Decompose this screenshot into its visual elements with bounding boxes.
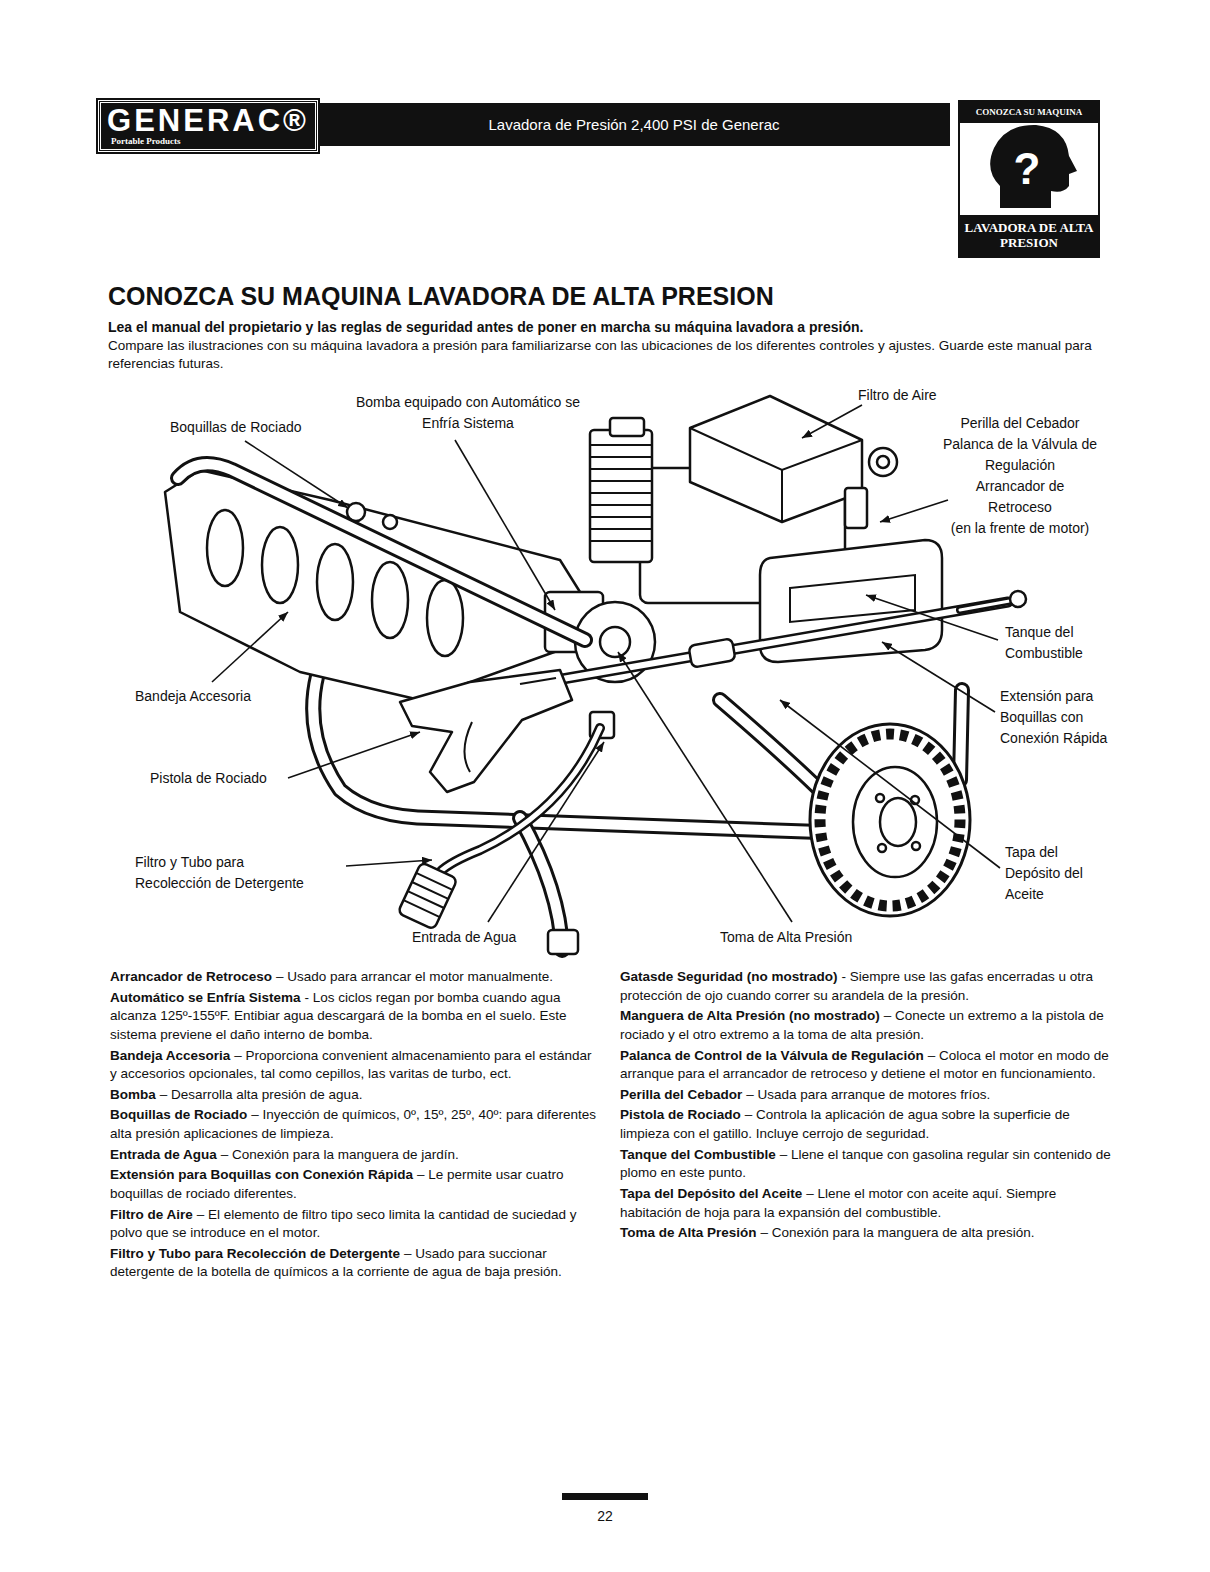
page-number-bar xyxy=(562,1493,648,1500)
part-term: Boquillas de Rociado xyxy=(110,1107,247,1122)
part-description: – Conexión para la manguera de alta pres… xyxy=(761,1225,1035,1240)
callout-label: Entrada de Agua xyxy=(412,927,516,948)
description-paragraph: Filtro de Aire– El elemento de filtro ti… xyxy=(110,1206,596,1243)
description-paragraph: Arrancador de Retroceso – Usado para arra… xyxy=(110,968,596,987)
description-paragraph: Entrada de Agua – Conexión para la mangue… xyxy=(110,1146,596,1165)
part-description: – Usado para arrancar el motor manualmen… xyxy=(276,969,553,984)
node-text: Lavadora de Presión 2,400 PSI de Generac xyxy=(488,116,779,134)
description-paragraph: Automático se Enfría Sistema- Los ciclos… xyxy=(110,989,596,1045)
part-term: Manguera de Alta Presión (no mostrado) xyxy=(620,1008,880,1023)
callout-label: Tapa del Depósito del Aceite xyxy=(1005,842,1109,905)
node-text: Portable Products xyxy=(107,136,309,147)
part-term: Bomba xyxy=(110,1087,156,1102)
description-paragraph: Bomba – Desarrolla alta presión de agua. xyxy=(110,1086,596,1105)
node-text: LAVADORA DE ALTA PRESION xyxy=(960,215,1098,256)
text-column: Gatasde Seguridad (no mostrado)- Siempre… xyxy=(620,968,1112,1245)
intro-text: Compare las ilustraciones con su máquina… xyxy=(108,337,1113,373)
node-text: CONOZCA SU MAQUINA xyxy=(960,102,1098,123)
description-paragraph: Pistola de Rociado– Controla la aplicaci… xyxy=(620,1106,1112,1143)
description-paragraph: Manguera de Alta Presión (no mostrado)– … xyxy=(620,1007,1112,1044)
description-paragraph: Gatasde Seguridad (no mostrado)- Siempre… xyxy=(620,968,1112,1005)
part-term: Pistola de Rociado xyxy=(620,1107,741,1122)
callout-label: Pistola de Rociado xyxy=(150,768,267,789)
part-term: Entrada de Agua xyxy=(110,1147,217,1162)
description-paragraph: Perilla del Cebador – Usada para arranque… xyxy=(620,1086,1112,1105)
intro-text: Lea el manual del propietario y las regl… xyxy=(108,318,1118,336)
part-description: – Conexión para la manguera de jardín. xyxy=(221,1147,459,1162)
description-paragraph: Bandeja Accesoria– Proporciona convenien… xyxy=(110,1047,596,1084)
part-term: Tapa del Depósito del Aceite xyxy=(620,1186,802,1201)
part-term: Automático se Enfría Sistema xyxy=(110,990,301,1005)
leader-lines xyxy=(212,405,1000,922)
part-term: Bandeja Accesoria xyxy=(110,1048,230,1063)
part-term: Filtro y Tubo para Recolección de Deterg… xyxy=(110,1246,400,1261)
detergent-tube xyxy=(398,728,600,930)
part-description: – Desarrolla alta presión de agua. xyxy=(160,1087,363,1102)
spray-gun xyxy=(400,670,572,792)
callout-label: Boquillas de Rociado xyxy=(170,417,302,438)
text-column: Arrancador de Retroceso – Usado para arra… xyxy=(110,968,596,1284)
callout-label: Filtro de Aire xyxy=(858,385,937,406)
part-term: Gatasde Seguridad (no mostrado) xyxy=(620,969,838,984)
part-term: Extensión para Boquillas con Conexión Rá… xyxy=(110,1167,413,1182)
handle xyxy=(178,464,585,640)
node-text: GENERAC® xyxy=(107,105,309,136)
description-paragraph: Tapa del Depósito del Aceite– Llene el m… xyxy=(620,1185,1112,1222)
description-paragraph: Palanca de Control de la Válvula de Regu… xyxy=(620,1047,1112,1084)
description-paragraph: Tanque del Combustible– Llene el tanque … xyxy=(620,1146,1112,1183)
callout-label: (en la frente de motor) xyxy=(930,518,1110,539)
description-paragraph: Toma de Alta Presión – Conexión para la m… xyxy=(620,1224,1112,1243)
wheel xyxy=(810,724,970,916)
callout-label: Perilla del Cebador xyxy=(930,413,1110,434)
brand-logo: GENERAC®Portable Products xyxy=(98,100,318,152)
description-paragraph: Extensión para Boquillas con Conexión Rá… xyxy=(110,1166,596,1203)
node-text: ? xyxy=(960,123,1098,215)
section-icon: CONOZCA SU MAQUINA?LAVADORA DE ALTA PRES… xyxy=(958,100,1100,258)
callout-label: Toma de Alta Presión xyxy=(720,927,852,948)
callout-label: Tanque del Combustible xyxy=(1005,622,1117,664)
callout-group: Perilla del CebadorPalanca de la Válvula… xyxy=(930,413,1110,539)
callout-label: Bomba equipado con Automático se Enfría … xyxy=(352,392,584,434)
accessory-tray xyxy=(165,470,585,700)
description-paragraph: Filtro y Tubo para Recolección de Deterg… xyxy=(110,1245,596,1282)
part-term: Filtro de Aire xyxy=(110,1207,193,1222)
spray-wand xyxy=(545,591,1026,682)
callout-label: Bandeja Accesoria xyxy=(135,686,251,707)
part-term: Arrancador de Retroceso xyxy=(110,969,272,984)
callout-label: Arrancador de Retroceso xyxy=(961,476,1079,518)
part-term: Palanca de Control de la Válvula de Regu… xyxy=(620,1048,924,1063)
header-band: Lavadora de Presión 2,400 PSI de Generac xyxy=(318,103,950,146)
page-number: 22 xyxy=(575,1509,635,1523)
part-description: – Usada para arranque de motores fríos. xyxy=(746,1087,990,1102)
part-term: Perilla del Cebador xyxy=(620,1087,742,1102)
part-term: Tanque del Combustible xyxy=(620,1147,776,1162)
callout-label: Filtro y Tubo para Recolección de Deterg… xyxy=(135,852,320,894)
part-term: Toma de Alta Presión xyxy=(620,1225,757,1240)
callout-label: Palanca de la Válvula de Regulación xyxy=(935,434,1105,476)
description-paragraph: Boquillas de Rociado– Inyección de quími… xyxy=(110,1106,596,1143)
page-title: CONOZCA SU MAQUINA LAVADORA DE ALTA PRES… xyxy=(108,281,774,311)
callout-label: Extensión para Boquillas con Conexión Rá… xyxy=(1000,686,1112,749)
